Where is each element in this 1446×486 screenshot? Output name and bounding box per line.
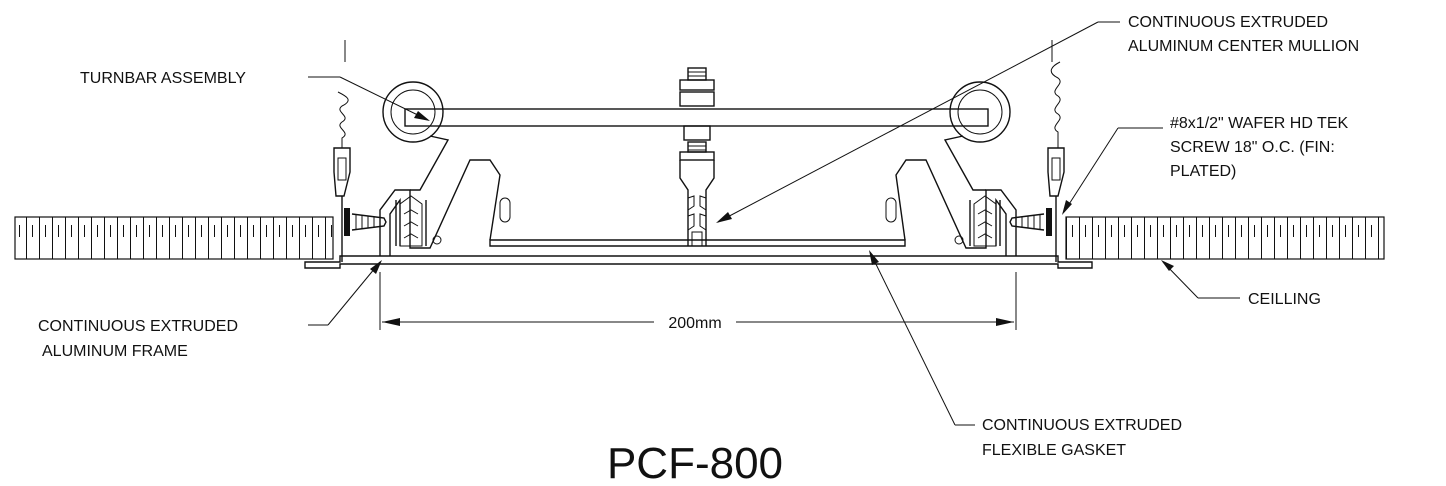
turnbar-hook-right: [943, 81, 1011, 191]
label-screw-line3: PLATED): [1170, 163, 1236, 180]
center-mullion: [679, 160, 715, 247]
screw-left: [344, 208, 387, 236]
leader-turnbar: [308, 76, 430, 121]
center-bolt: [679, 67, 715, 161]
label-frame-line1: CONTINUOUS EXTRUDED: [38, 318, 238, 335]
label-mullion-line1: CONTINUOUS EXTRUDED: [1128, 14, 1328, 31]
leader-gasket: [869, 250, 975, 426]
dimension-line: [379, 272, 1017, 330]
hanger-wire-right: [1047, 40, 1065, 262]
ceiling-tile-left: [14, 216, 334, 260]
screw-pocket-left: [395, 195, 427, 247]
turnbar: [404, 108, 989, 127]
ceiling-tile-right: [1065, 216, 1385, 260]
label-frame-line2: ALUMINUM FRAME: [42, 343, 188, 360]
label-mullion-line2: ALUMINUM CENTER MULLION: [1128, 38, 1359, 55]
label-gasket-line1: CONTINUOUS EXTRUDED: [982, 417, 1182, 434]
leader-ceiling: [1161, 260, 1240, 299]
aluminum-frame: [304, 159, 1093, 269]
label-gasket-line2: FLEXIBLE GASKET: [982, 442, 1126, 459]
drawing-title: PCF-800: [607, 439, 783, 486]
hanger-wire-left: [333, 40, 351, 262]
leader-screw: [1062, 127, 1163, 215]
dimension-text: 200mm: [668, 315, 721, 332]
screw-pocket-right: [969, 195, 1001, 247]
label-screw-line1: #8x1/2" WAFER HD TEK: [1170, 115, 1349, 132]
leader-mullion: [716, 21, 1120, 223]
label-ceiling: CEILLING: [1248, 291, 1321, 308]
turnbar-hook-left: [382, 81, 450, 191]
label-turnbar: TURNBAR ASSEMBLY: [80, 70, 246, 87]
screw-right: [1009, 208, 1052, 236]
label-screw-line2: SCREW 18" O.C. (FIN:: [1170, 139, 1335, 156]
leader-frame: [308, 260, 382, 326]
